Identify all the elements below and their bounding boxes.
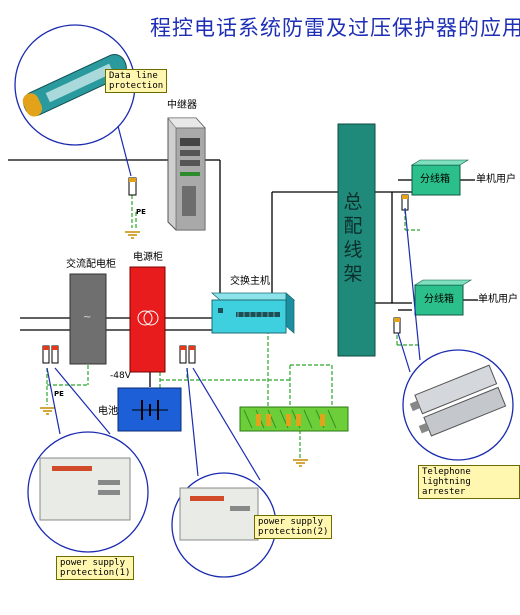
battery-label: 电池	[98, 406, 118, 417]
surge-protector-data-line	[128, 177, 137, 196]
page-title: 程控电话系统防雷及过压保护器的应用	[150, 16, 520, 40]
callout-power-supply-1	[27, 367, 149, 553]
splitter-box-1	[410, 159, 470, 196]
pe-label-top: PE	[136, 208, 146, 216]
callout-data-line	[14, 24, 136, 177]
ac-cabinet-label: 交流配电柜	[66, 259, 116, 270]
splitter-box-2-label: 分线箱	[424, 294, 454, 305]
power-cabinet-label: 电源柜	[133, 252, 163, 263]
power-cabinet	[129, 266, 166, 373]
tag-line: Data line	[109, 71, 158, 81]
tag-power-supply-1: power supply protection(1)	[56, 556, 135, 580]
distribution-frame-label: 总配线架	[343, 191, 363, 285]
tag-line: power supply	[258, 517, 324, 527]
callout-telephone-arrester	[397, 207, 514, 461]
switch-host-label: 交换主机	[230, 276, 270, 287]
repeater-label: 中继器	[167, 100, 197, 111]
splitter-box-1-label: 分线箱	[420, 174, 450, 185]
callout-power-supply-2	[171, 367, 277, 578]
tag-line: Telephone	[422, 467, 471, 477]
surge-protector-telephone-1	[401, 194, 409, 211]
ground-bar	[239, 406, 349, 432]
tag-data-line-protection: Data line protection	[105, 69, 168, 93]
tag-telephone-arrester: Telephone lightning arrester	[418, 465, 520, 499]
pe-label-bottom: PE	[54, 390, 64, 398]
voltage-label: -48V	[110, 371, 131, 381]
signal-wiring	[8, 159, 478, 387]
ground-symbol	[40, 407, 55, 415]
battery-block	[117, 387, 182, 432]
tag-line: lightning arrester	[422, 477, 471, 497]
ground-symbol	[125, 231, 140, 239]
repeater-server	[167, 117, 206, 231]
svg-text:~: ~	[83, 312, 91, 323]
ac-distribution-cabinet: ~	[69, 273, 107, 365]
tag-line: power supply	[60, 558, 126, 568]
tag-line: protection(2)	[258, 527, 329, 537]
tag-line: protection	[109, 81, 164, 91]
ground-symbol	[293, 459, 308, 467]
surge-protector-power-2	[179, 345, 196, 364]
splitter-box-2	[413, 279, 473, 316]
tag-power-supply-2: power supply protection(2)	[254, 515, 333, 539]
user-2-label: 单机用户	[478, 294, 518, 305]
surge-protector-telephone-2	[393, 317, 401, 334]
surge-protector-power-1	[42, 345, 59, 364]
main-distribution-frame	[337, 123, 376, 357]
user-1-label: 单机用户	[476, 174, 516, 185]
switch-host	[210, 292, 296, 334]
tag-line: protection(1)	[60, 568, 131, 578]
